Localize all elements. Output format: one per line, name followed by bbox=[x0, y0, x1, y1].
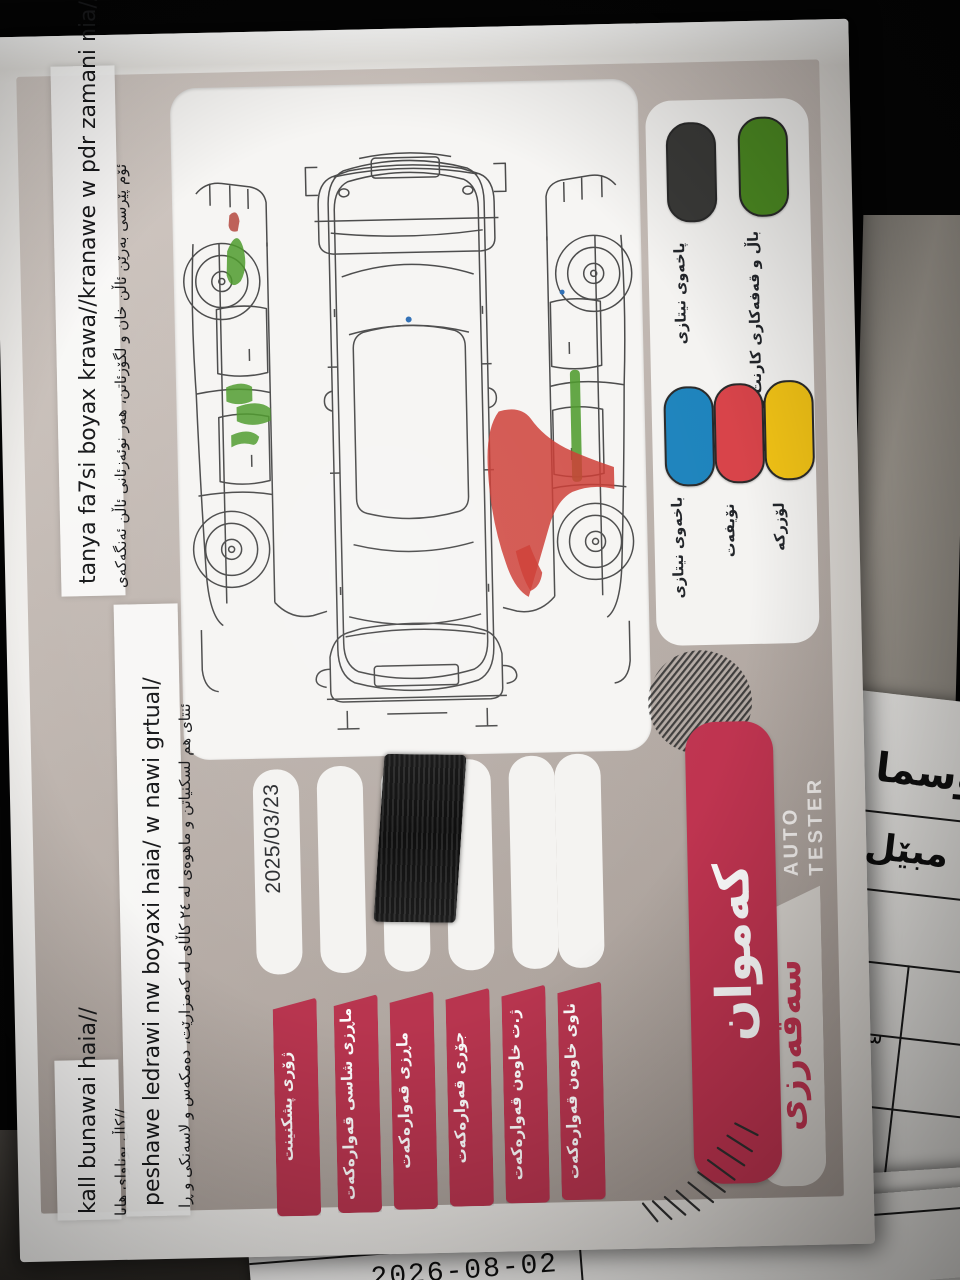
red-swatch bbox=[713, 382, 766, 484]
tab-owner-id-label: ژ.ت خاوەن قەوارەکەت bbox=[504, 1008, 527, 1181]
tab-plate-label: ماڕزی شاسی قەوارەکەت bbox=[336, 1007, 359, 1201]
damage-markers bbox=[226, 212, 615, 597]
tab-model-1-label: جۆری قەوارەکەت bbox=[449, 1031, 471, 1164]
black-swatch bbox=[665, 121, 718, 223]
green-swatch bbox=[737, 116, 790, 218]
brand-en-line1: AUTO bbox=[779, 806, 803, 877]
yellow-swatch-label: لۆزرکە bbox=[771, 502, 789, 552]
doc-line-2: مبێل bbox=[862, 825, 951, 877]
annotation-3-en: peshawe ledrawi nw boyaxi haia/ w nawi g… bbox=[140, 677, 165, 1206]
sunburst-decoration bbox=[639, 1117, 771, 1230]
slot-5[interactable] bbox=[508, 755, 559, 970]
brand-name-en: AUTO TESTER bbox=[777, 736, 828, 877]
annotation-3-ku: ئنتای ھم لسکنیاتن و ماھوەی لە ٢٤ کاڵای ل… bbox=[176, 703, 194, 1209]
brand-en-line2: TESTER bbox=[803, 776, 828, 876]
blue-swatch bbox=[663, 385, 716, 487]
slot-6[interactable] bbox=[554, 753, 605, 969]
annotation-1-en: tanya fa7si boyax krawa//kranawe w pdr z… bbox=[76, 0, 101, 584]
tab-model-2-label: ماڕزی قەوارەکەت bbox=[393, 1032, 415, 1170]
color-legend-card: پاخەوی نیتازی باڵ و قەفەکاری کارنت و سام… bbox=[644, 97, 820, 647]
car-diagram-svg bbox=[183, 152, 635, 730]
redaction-mark bbox=[373, 753, 467, 923]
yellow-swatch bbox=[763, 379, 816, 481]
annotation-1-ku: ئۆم پێرسی بەرێن ئاڵن خان و لگۆزئاتن، هەر… bbox=[112, 163, 130, 588]
inspection-report-sheet: پاخەوی نیتازی باڵ و قەفەکاری کارنت و سام… bbox=[0, 18, 875, 1263]
slot-2[interactable] bbox=[316, 765, 367, 974]
blue-swatch-label: باخەوی نیتازی bbox=[669, 496, 688, 599]
black-swatch-label: پاخەوی نیتازی bbox=[672, 242, 691, 345]
red-swatch-label: نۆیفەت bbox=[721, 503, 739, 558]
doc-line-1: وسما bbox=[873, 744, 960, 803]
annotation-2-en: kall bunawai haia// bbox=[76, 1007, 101, 1214]
slot-date-value: 2025/03/23 bbox=[259, 783, 286, 894]
car-damage-diagram bbox=[169, 78, 653, 761]
tab-owner-name-label: ناوی خاوەن قەوارەکەت bbox=[560, 1002, 583, 1180]
tab-check-date-label: ژۆری پشكنینت bbox=[276, 1051, 297, 1162]
